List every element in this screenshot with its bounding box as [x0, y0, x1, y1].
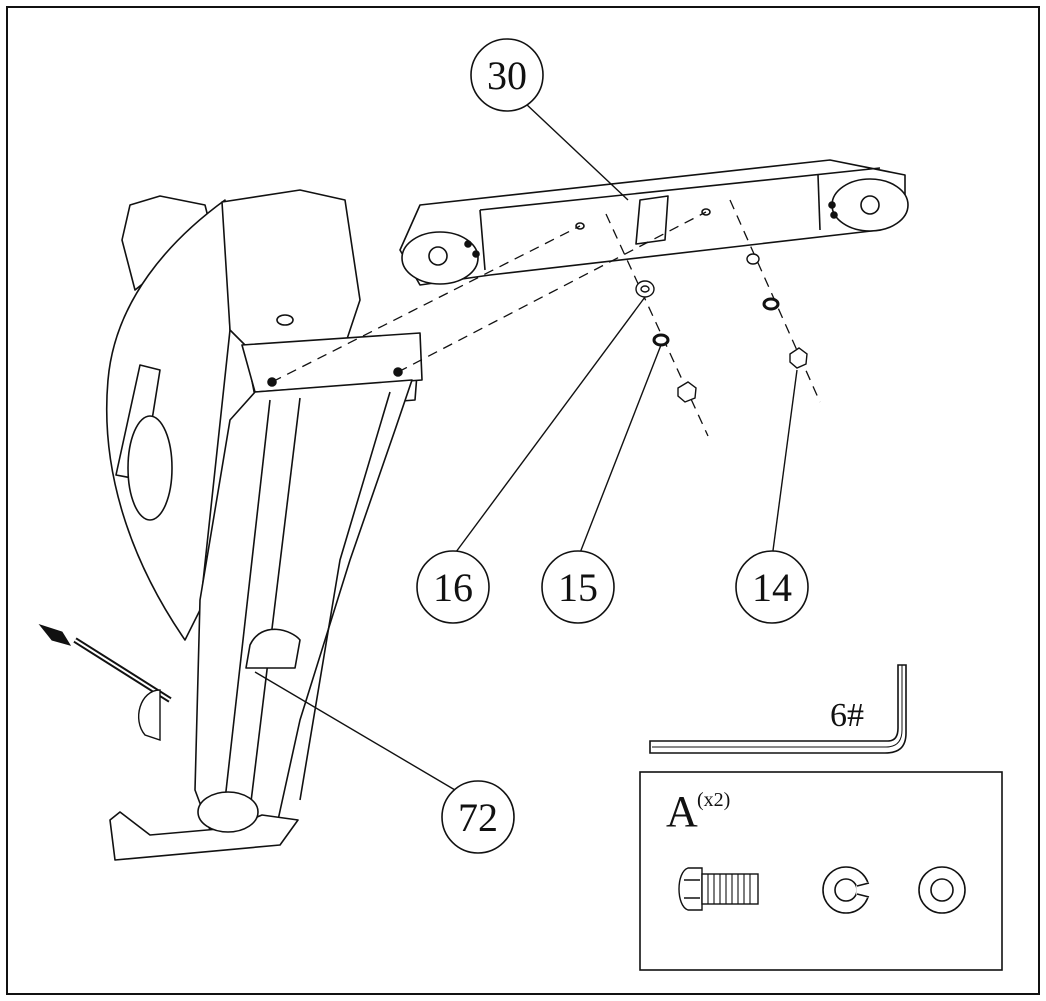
- upright-frame-part-72: [105, 189, 423, 861]
- leader-lines: [254, 102, 798, 791]
- svg-text:30: 30: [487, 53, 527, 98]
- nut: [677, 381, 697, 403]
- crossbar-part-30: [399, 159, 909, 286]
- callout-72: 72: [441, 780, 515, 854]
- hardware-kit-box: A (x2): [639, 771, 1003, 971]
- callout-16: 16: [416, 550, 490, 624]
- spring-washer-15: [652, 333, 670, 347]
- sensor-cable: [38, 624, 172, 741]
- button-head-bolt-icon: [678, 867, 759, 911]
- callout-30: 30: [470, 38, 544, 112]
- svg-text:16: 16: [433, 565, 473, 610]
- svg-text:14: 14: [752, 565, 792, 610]
- flat-washer-icon: [918, 866, 966, 914]
- spring-washer-icon: [822, 866, 872, 914]
- svg-text:72: 72: [458, 795, 498, 840]
- kit-quantity: (x2): [697, 789, 730, 811]
- svg-text:15: 15: [558, 565, 598, 610]
- page-border: [6, 6, 1040, 995]
- callout-14: 14: [735, 550, 809, 624]
- wrench-size-label: 6#: [830, 697, 864, 734]
- hardware-parts: [635, 253, 808, 403]
- nut-14: [789, 347, 808, 369]
- kit-letter: A: [666, 787, 698, 836]
- allen-wrench: 6#: [649, 664, 907, 754]
- callout-15: 15: [541, 550, 615, 624]
